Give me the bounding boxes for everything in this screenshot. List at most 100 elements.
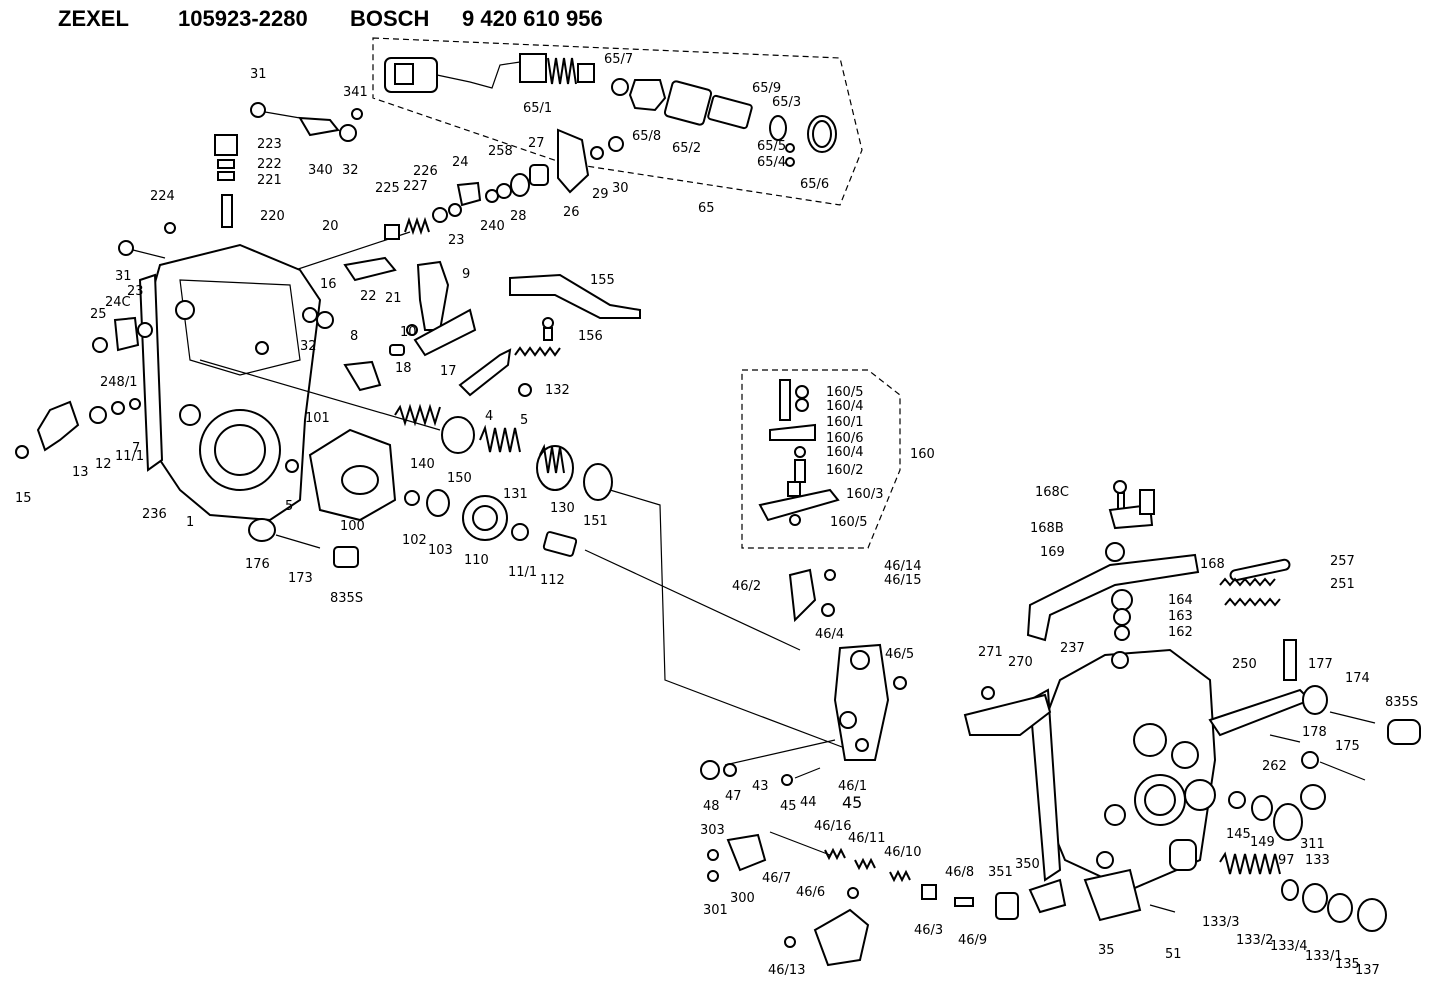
label-160-3: 160/3 <box>846 487 883 502</box>
label-224: 224 <box>150 189 175 204</box>
label-24c: 24C <box>105 295 131 310</box>
label-51: 51 <box>1165 947 1182 962</box>
label-262: 262 <box>1262 759 1287 774</box>
label-46-15: 46/15 <box>884 573 921 588</box>
label-11-1: 11/1 <box>115 449 144 464</box>
label-168: 168 <box>1200 557 1225 572</box>
label-258: 258 <box>488 144 513 159</box>
label-65-4: 65/4 <box>757 155 786 170</box>
label-102: 102 <box>402 533 427 548</box>
label-135: 135 <box>1335 957 1360 972</box>
label-65-5: 65/5 <box>757 139 786 154</box>
label-12: 12 <box>95 457 112 472</box>
label-221: 221 <box>257 173 282 188</box>
label-130: 130 <box>550 501 575 516</box>
assembly-46 <box>700 568 974 967</box>
label-341: 341 <box>343 85 368 100</box>
label-162: 162 <box>1168 625 1193 640</box>
label-97: 97 <box>1278 853 1295 868</box>
label-145: 145 <box>1226 827 1251 842</box>
label-149: 149 <box>1250 835 1275 850</box>
label-223: 223 <box>257 137 282 152</box>
label-303: 303 <box>700 823 725 838</box>
label-31: 31 <box>115 269 132 284</box>
assembly-160 <box>758 379 840 526</box>
label-169: 169 <box>1040 545 1065 560</box>
label-17: 17 <box>440 364 457 379</box>
label-32: 32 <box>300 339 317 354</box>
label-150: 150 <box>447 471 472 486</box>
label-21: 21 <box>385 291 402 306</box>
label-220: 220 <box>260 209 285 224</box>
label-160-4: 160/4 <box>826 399 863 414</box>
label-25: 25 <box>90 307 107 322</box>
label-236: 236 <box>142 507 167 522</box>
label-178: 178 <box>1302 725 1327 740</box>
label-240: 240 <box>480 219 505 234</box>
label-237: 237 <box>1060 641 1085 656</box>
label-227: 227 <box>403 179 428 194</box>
label-300: 300 <box>730 891 755 906</box>
label-20: 20 <box>322 219 339 234</box>
main-housing <box>138 243 322 522</box>
label-160-4: 160/4 <box>826 445 863 460</box>
label-250: 250 <box>1232 657 1257 672</box>
label-271: 271 <box>978 645 1003 660</box>
label-46-2: 46/2 <box>732 579 761 594</box>
label-46-5: 46/5 <box>885 647 914 662</box>
label-164: 164 <box>1168 593 1193 608</box>
label-23: 23 <box>127 284 144 299</box>
label-30: 30 <box>612 181 629 196</box>
label-22: 22 <box>360 289 377 304</box>
label-301: 301 <box>703 903 728 918</box>
label-65-3: 65/3 <box>772 95 801 110</box>
label-100: 100 <box>340 519 365 534</box>
label-133-4: 133/4 <box>1270 939 1307 954</box>
header: ZEXEL 105923-2280 BOSCH 9 420 610 956 <box>58 6 603 31</box>
right-parts <box>963 639 1421 932</box>
label-18: 18 <box>395 361 412 376</box>
label-155: 155 <box>590 273 615 288</box>
label-8: 8 <box>350 329 358 344</box>
label-160-2: 160/2 <box>826 463 863 478</box>
label-112: 112 <box>540 573 565 588</box>
label-151: 151 <box>583 514 608 529</box>
label-27: 27 <box>528 136 545 151</box>
main-shaft <box>199 359 613 568</box>
label-45: 45 <box>842 793 862 812</box>
group-160-outline <box>741 369 901 549</box>
label-226: 226 <box>413 164 438 179</box>
label-15: 15 <box>15 491 32 506</box>
label-270: 270 <box>1008 655 1033 670</box>
label-16: 16 <box>320 277 337 292</box>
label-65-1: 65/1 <box>523 101 552 116</box>
maker-text: BOSCH <box>350 6 429 31</box>
label-131: 131 <box>503 487 528 502</box>
label-48: 48 <box>703 799 720 814</box>
label-133-1: 133/1 <box>1305 949 1342 964</box>
label-46-11: 46/11 <box>848 831 885 846</box>
left-small-parts <box>15 307 334 473</box>
group-65-outline <box>372 37 863 206</box>
label-46-7: 46/7 <box>762 871 791 886</box>
label-1: 1 <box>186 515 194 530</box>
label-311: 311 <box>1300 837 1325 852</box>
label-173: 173 <box>288 571 313 586</box>
label-46-8: 46/8 <box>945 865 974 880</box>
label-47: 47 <box>725 789 742 804</box>
label-351: 351 <box>988 865 1013 880</box>
label-65: 65 <box>698 201 715 216</box>
label-7: 7 <box>132 441 140 456</box>
right-housing <box>1028 648 1217 922</box>
label-101: 101 <box>305 411 330 426</box>
label-133-2: 133/2 <box>1236 933 1273 948</box>
label-5: 5 <box>285 499 293 514</box>
label-160-5: 160/5 <box>826 385 863 400</box>
label-350: 350 <box>1015 857 1040 872</box>
label-46-10: 46/10 <box>884 845 921 860</box>
label-45: 45 <box>780 799 797 814</box>
label-65-6: 65/6 <box>800 177 829 192</box>
label-28: 28 <box>510 209 527 224</box>
assembly-168 <box>1026 480 1291 642</box>
assembly-65 <box>384 53 837 167</box>
